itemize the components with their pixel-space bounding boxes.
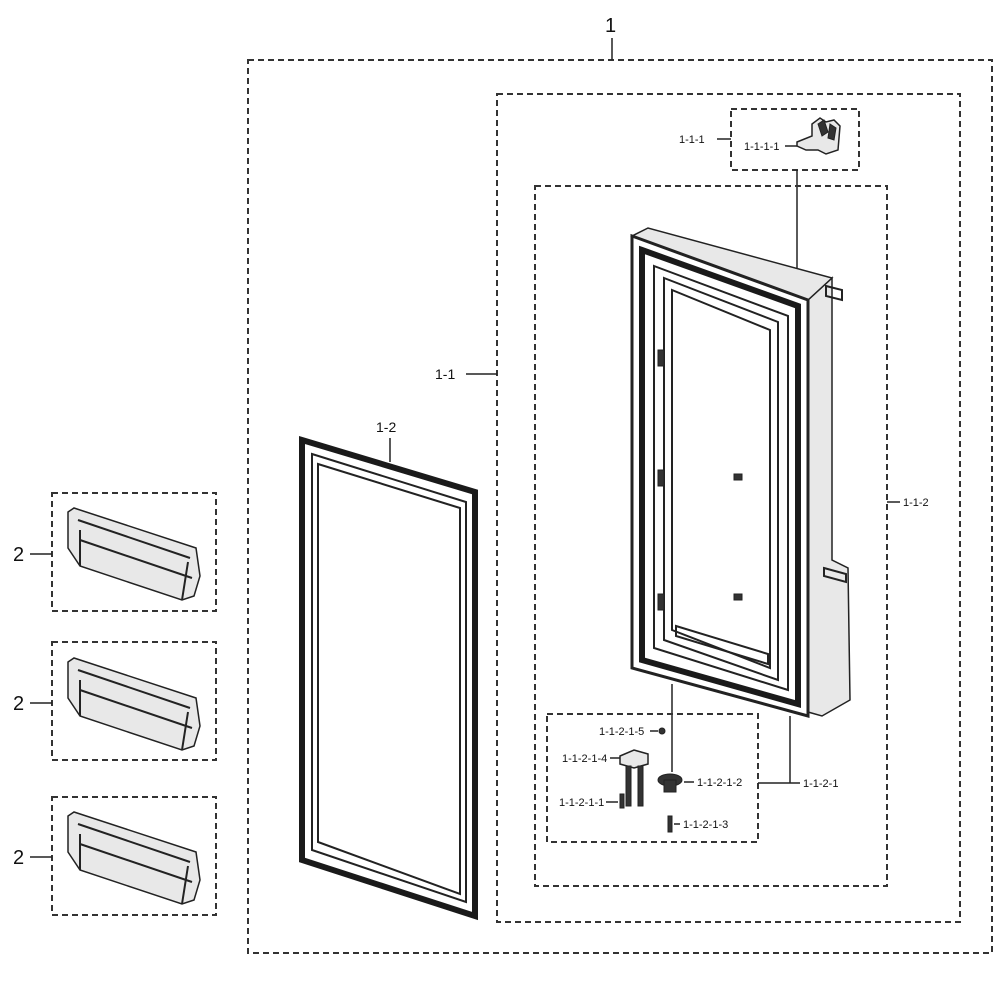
door-body-part bbox=[630, 227, 851, 718]
top-hinge-part bbox=[796, 117, 841, 155]
label-screw-b: 1-1-2-1-3 bbox=[683, 819, 728, 831]
screw-b-part bbox=[667, 815, 673, 833]
label-door-assembly: 1-1 bbox=[435, 366, 455, 382]
label-lower-hinge: 1-1-2-1 bbox=[803, 778, 838, 790]
label-screw-a: 1-1-2-1-1 bbox=[559, 797, 604, 809]
label-washer: 1-1-2-1-5 bbox=[599, 726, 644, 738]
label-bin-3: 2 bbox=[13, 847, 24, 869]
label-bracket: 1-1-2-1-4 bbox=[562, 753, 607, 765]
hinge-group-box bbox=[730, 108, 860, 171]
label-hinge-group: 1-1-1 bbox=[679, 134, 705, 146]
door-bin-3: 2 bbox=[13, 796, 217, 916]
label-door-body: 1-1-2 bbox=[903, 497, 929, 509]
label-bin-1: 2 bbox=[13, 544, 24, 566]
label-bushing: 1-1-2-1-2 bbox=[697, 777, 742, 789]
door-bin-2: 2 bbox=[13, 641, 217, 761]
assembly-box bbox=[247, 59, 993, 954]
label-assembly: 1 bbox=[605, 15, 616, 37]
door-bin-1: 2 bbox=[13, 492, 217, 612]
gasket-part bbox=[299, 435, 478, 921]
bushing-part bbox=[657, 773, 683, 793]
door-body-box bbox=[534, 185, 888, 887]
bracket-part bbox=[619, 749, 649, 807]
washer-part bbox=[658, 727, 666, 735]
label-hinge-part: 1-1-1-1 bbox=[744, 141, 779, 153]
door-assembly-box bbox=[496, 93, 961, 923]
label-bin-2: 2 bbox=[13, 693, 24, 715]
lower-hinge-box bbox=[546, 713, 759, 843]
screw-a-part bbox=[619, 793, 625, 809]
label-gasket: 1-2 bbox=[376, 419, 396, 435]
